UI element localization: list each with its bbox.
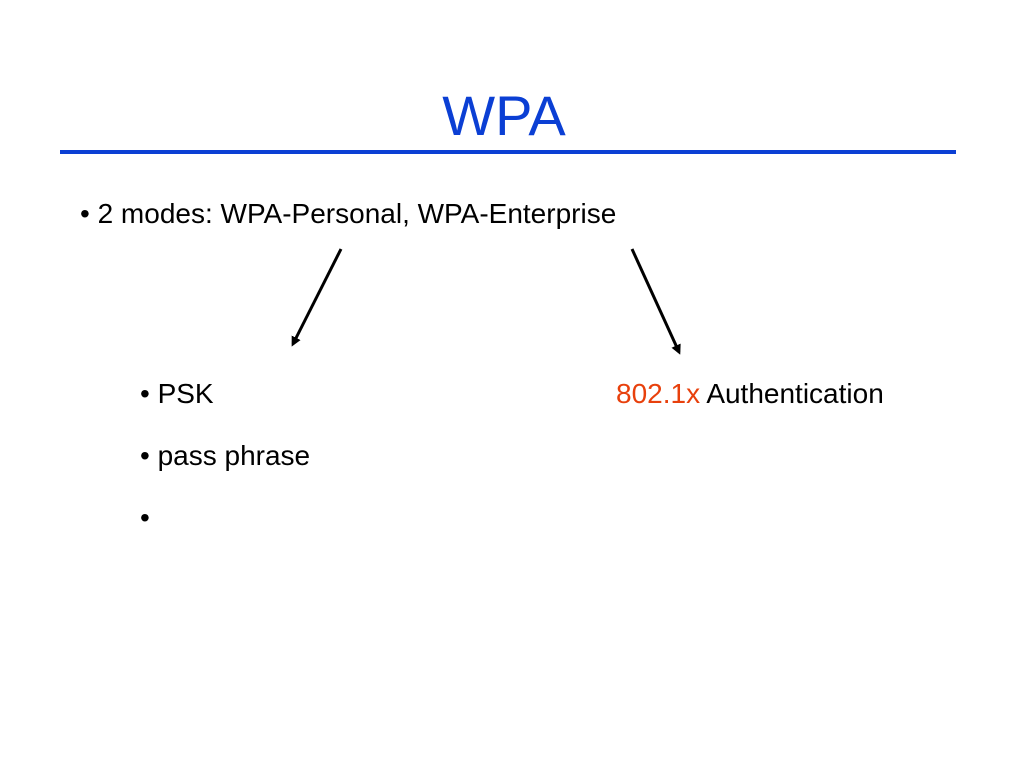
empty-bullet: • xyxy=(140,502,150,533)
enterprise-auth-label: 802.1x Authentication xyxy=(616,376,884,412)
auth-standard: 802.1x xyxy=(616,378,701,409)
title-divider xyxy=(60,150,956,154)
arrow-to-enterprise xyxy=(630,248,681,355)
pass-phrase-bullet: • pass phrase xyxy=(140,440,311,471)
auth-word: Authentication xyxy=(700,378,884,409)
modes-bullet: • 2 modes: WPA-Personal, WPA-Enterprise xyxy=(80,198,617,229)
arrow-to-personal xyxy=(291,248,343,347)
slide-title: WPA xyxy=(442,84,566,147)
psk-bullet: • PSK xyxy=(140,378,214,409)
